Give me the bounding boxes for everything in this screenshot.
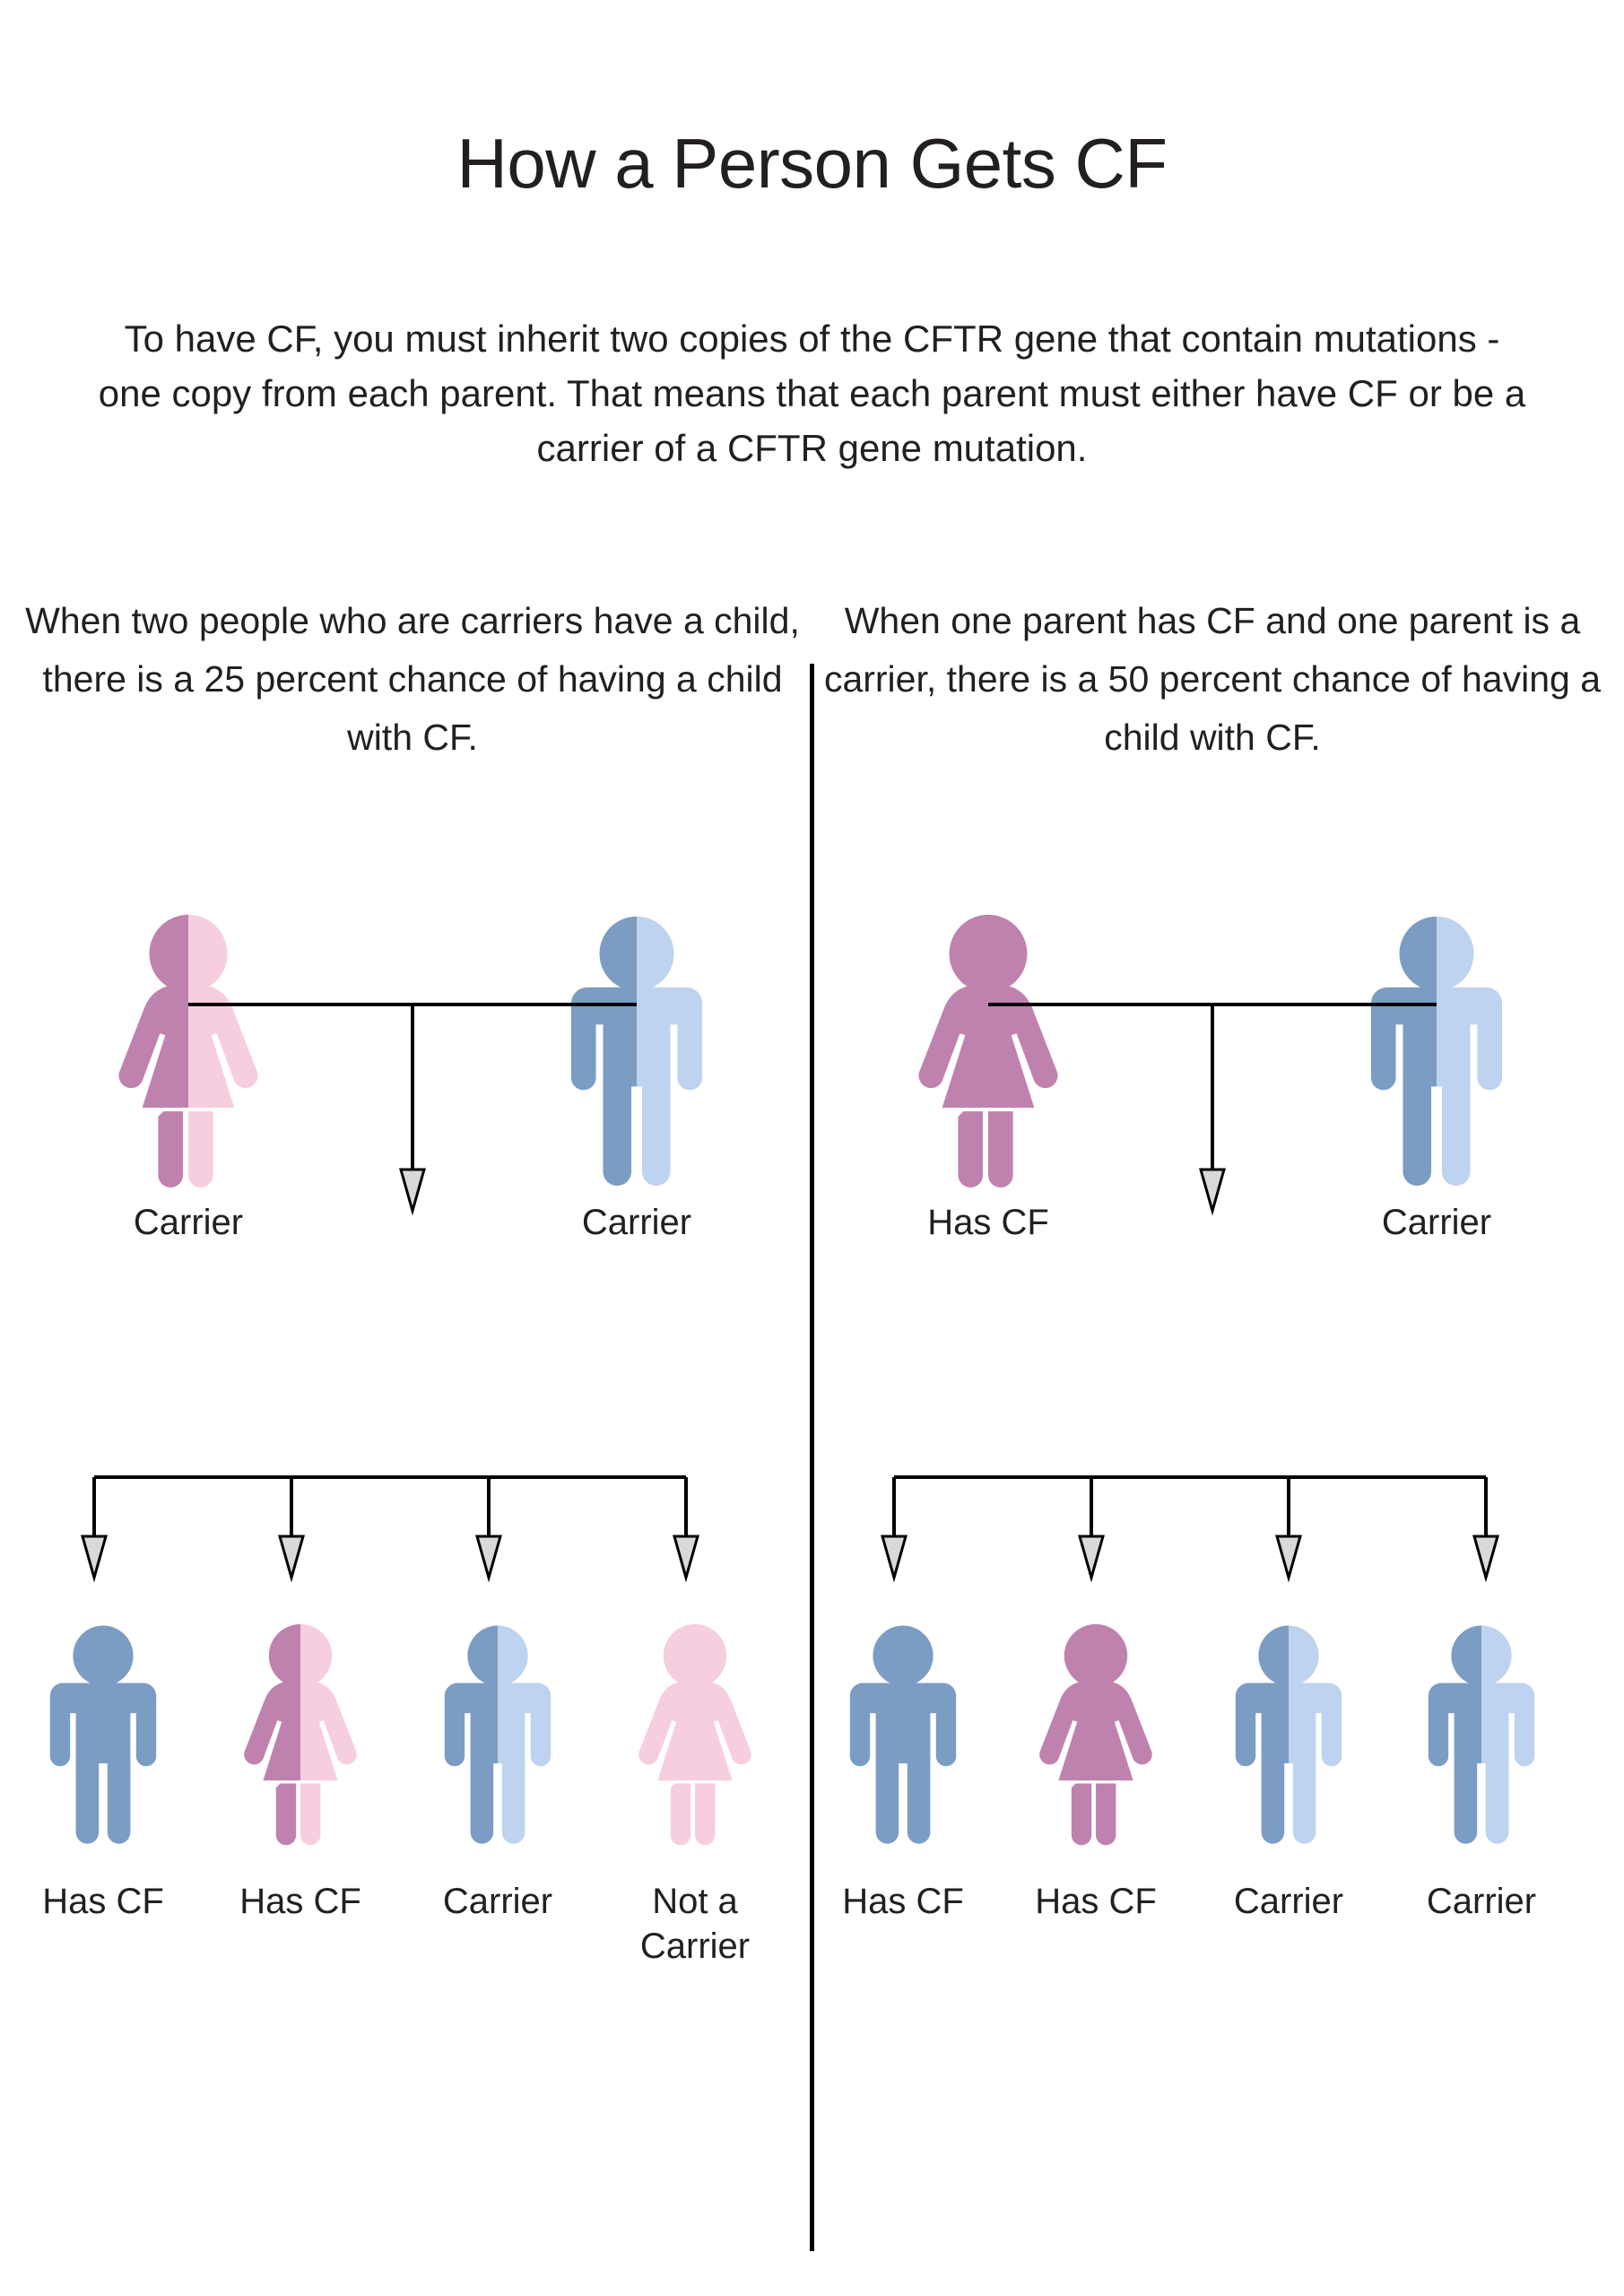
child-4: Carrier bbox=[1387, 1596, 1576, 2009]
child-label: Carrier bbox=[1426, 1882, 1537, 1921]
page-title: How a Person Gets CF bbox=[456, 124, 1168, 204]
female-figure-not-a-carrier-icon bbox=[623, 1596, 767, 1870]
panel-divider bbox=[810, 664, 814, 2251]
children-row: Has CF Has CF Carrier Carrier bbox=[818, 1596, 1607, 2009]
couple-connector-arrow bbox=[18, 978, 807, 1238]
child-label: Carrier bbox=[1233, 1882, 1344, 1921]
male-figure-carrier-icon bbox=[1347, 906, 1526, 1193]
child-2: Has CF bbox=[206, 1596, 395, 2009]
couple-connector-arrow bbox=[818, 978, 1607, 1238]
male-figure-has-cf-icon bbox=[31, 1596, 175, 1870]
intro-paragraph: To have CF, you must inherit two copies … bbox=[98, 317, 1526, 469]
parent-mother: Carrier bbox=[54, 906, 323, 1242]
child-label: Has CF bbox=[1035, 1882, 1157, 1921]
female-figure-has-cf-icon bbox=[1024, 1596, 1168, 1870]
parent-father: Carrier bbox=[1302, 906, 1571, 1242]
panel-cf-and-carrier: When one parent has CF and one parent is… bbox=[818, 592, 1607, 2117]
child-label: Not a Carrier bbox=[639, 1882, 751, 1966]
male-figure-carrier-icon bbox=[426, 1596, 569, 1870]
male-figure-has-cf-icon bbox=[831, 1596, 975, 1870]
child-label: Carrier bbox=[442, 1882, 553, 1921]
sibling-bracket-arrows bbox=[818, 1466, 1607, 1592]
child-1: Has CF bbox=[9, 1596, 197, 2009]
sibling-bracket-arrows bbox=[18, 1466, 807, 1592]
male-figure-carrier-icon bbox=[1217, 1596, 1360, 1870]
parent-label: Carrier bbox=[1381, 1203, 1492, 1242]
parents-row: Carrier Carrier bbox=[18, 906, 807, 1242]
parent-label: Carrier bbox=[133, 1203, 244, 1242]
child-1: Has CF bbox=[809, 1596, 997, 2009]
child-label: Has CF bbox=[42, 1882, 164, 1921]
female-figure-has-cf-icon bbox=[229, 1596, 372, 1870]
parent-label: Carrier bbox=[581, 1203, 692, 1242]
parent-mother: Has CF bbox=[854, 906, 1123, 1242]
panel-heading: When two people who are carriers have a … bbox=[25, 600, 800, 758]
parent-father: Carrier bbox=[502, 906, 771, 1242]
parent-label: Has CF bbox=[927, 1203, 1049, 1242]
child-2: Has CF bbox=[1002, 1596, 1190, 2009]
male-figure-carrier-icon bbox=[547, 906, 726, 1193]
child-3: Carrier bbox=[404, 1596, 592, 2009]
child-4: Not a Carrier bbox=[601, 1596, 789, 2009]
child-label: Has CF bbox=[842, 1882, 964, 1921]
female-figure-carrier-icon bbox=[99, 906, 278, 1193]
female-figure-has-cf-icon bbox=[899, 906, 1078, 1193]
children-row: Has CF Has CF Carrier Not a Carrier bbox=[18, 1596, 807, 2009]
panel-heading: When one parent has CF and one parent is… bbox=[823, 600, 1602, 758]
child-label: Has CF bbox=[239, 1882, 361, 1921]
child-3: Carrier bbox=[1194, 1596, 1383, 2009]
male-figure-carrier-icon bbox=[1410, 1596, 1553, 1870]
panel-two-carriers: When two people who are carriers have a … bbox=[18, 592, 807, 2117]
parents-row: Has CF Carrier bbox=[818, 906, 1607, 1242]
